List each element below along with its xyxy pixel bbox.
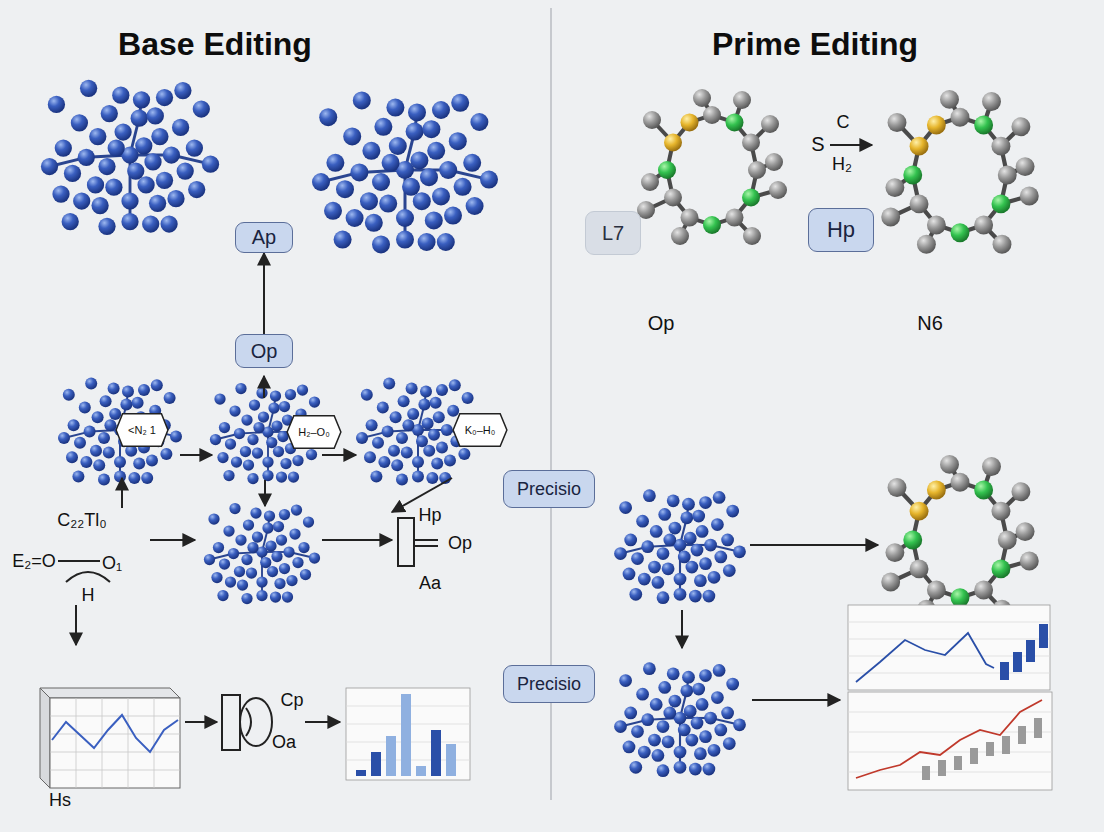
formula-label: N6 (917, 312, 943, 335)
hexagon-node: <N₂ 1 (115, 413, 169, 447)
process-box: Ap (235, 222, 293, 253)
panel-heading: Prime Editing (712, 26, 918, 63)
formula-label: Oa (272, 732, 296, 753)
process-box: Precisio (503, 665, 595, 703)
formula-label: C (837, 112, 850, 133)
node-text: H₂–O₀ (298, 426, 329, 439)
formula-label: O₁ (102, 553, 122, 574)
formula-label: H (82, 585, 95, 606)
node-text: K₀–H₀ (465, 424, 496, 437)
formula-label: Op (448, 533, 472, 554)
formula-label: Cp (280, 690, 303, 711)
formula-label: H₂ (832, 154, 852, 175)
node-text: Op (251, 340, 278, 363)
hexagon-node: H₂–O₀ (286, 415, 342, 449)
panel-heading: Base Editing (118, 26, 312, 63)
formula-label: Aa (419, 573, 441, 594)
process-box: Hp (808, 208, 874, 252)
formula-label: Hs (49, 790, 71, 811)
flow-arrow (263, 253, 265, 334)
formula-label: E₂=O (12, 551, 56, 572)
node-text: Ap (252, 226, 276, 249)
formula-label: Hp (418, 505, 441, 526)
hexagon-shape (453, 414, 507, 447)
node-text: L7 (602, 222, 624, 245)
node-text: <N₂ 1 (128, 424, 156, 437)
node-text: Precisio (517, 674, 581, 695)
hexagon-shape (287, 416, 341, 449)
formula-label: C₂₂Tl₀ (57, 510, 106, 531)
process-box: Precisio (503, 470, 595, 508)
formula-label: Op (648, 312, 675, 335)
formula-label: S (811, 133, 824, 156)
node-text: Precisio (517, 479, 581, 500)
hexagon-shape (116, 414, 168, 447)
node-text: Hp (827, 217, 855, 242)
tag-box: L7 (585, 211, 641, 255)
hexagon-node: K₀–H₀ (452, 413, 508, 447)
process-box: Op (235, 334, 293, 368)
